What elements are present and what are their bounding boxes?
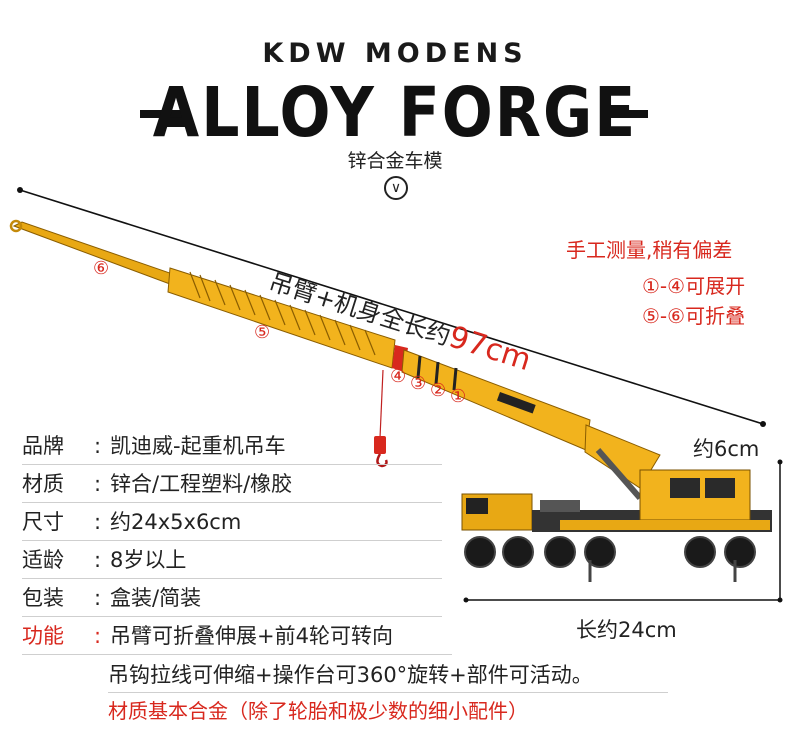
spec-row-size: 尺寸: 约24x5x6cm (22, 504, 442, 541)
spec-key: 品牌 (22, 434, 64, 458)
spec-key: 功能 (22, 624, 64, 648)
marker-1: ① (450, 386, 467, 407)
spec-value: 约24x5x6cm (110, 510, 242, 534)
length-label: 长约24cm (576, 618, 677, 642)
marker-3: ③ (410, 373, 427, 394)
marker-4: ④ (390, 366, 407, 387)
marker-5: ⑤ (254, 322, 271, 343)
height-label: 约6cm (693, 437, 760, 461)
spec-value: 吊臂可折叠伸展+前4轮可转向 (110, 624, 393, 648)
foldable-note-text: ⑤-⑥可折叠 (642, 304, 746, 328)
crane-hook (374, 369, 388, 468)
spec-row-age: 适龄:8岁以上 (22, 542, 442, 579)
spec-colon: : (94, 624, 102, 648)
marker-2: ② (430, 380, 447, 401)
spec-key: 包装 (22, 586, 64, 610)
spec-row-function: 功能: 吊臂可折叠伸展+前4轮可转向 (22, 618, 452, 655)
length-dimension-line (463, 597, 780, 603)
spec-key: 尺寸 (22, 510, 64, 534)
spec-colon: : (94, 548, 102, 572)
chevron-down-icon: ∨ (384, 176, 408, 200)
title-row: ALLOY FORGE (0, 73, 790, 153)
spec-colon: : (94, 472, 102, 496)
crane-truck (461, 469, 772, 582)
subtitle: 锌合金车模 (347, 150, 443, 172)
total-length-line (17, 187, 766, 427)
spec-row-material: 材质: 锌合/工程塑料/橡胶 (22, 466, 442, 503)
spec-row-brand: 品牌: 凯迪威-起重机吊车 (22, 428, 442, 465)
measurement-note: 手工测量,稍有偏差 (566, 238, 733, 262)
spec-key: 材质 (22, 472, 64, 496)
spec-value: 盒装/简装 (110, 586, 202, 610)
spec-value: 8岁以上 (110, 548, 187, 572)
spec-colon: : (94, 510, 102, 534)
page-title: ALLOY FORGE (152, 72, 638, 154)
spec-row-packaging: 包装: 盒装/简装 (22, 580, 442, 617)
height-dimension-line (777, 459, 783, 603)
function-line-2: 吊钩拉线可伸缩+操作台可360°旋转+部件可活动。 (108, 658, 668, 693)
expandable-note-text: ①-④可展开 (642, 274, 746, 298)
spec-colon: : (94, 434, 102, 458)
spec-value: 锌合/工程塑料/橡胶 (110, 472, 293, 496)
title-dash-left (140, 110, 186, 118)
footer-note: 材质基本合金（除了轮胎和极少数的细小配件） (108, 699, 528, 723)
brand-text: KDW MODENS (262, 38, 528, 69)
spec-key: 适龄 (22, 548, 64, 572)
spec-colon: : (94, 586, 102, 610)
expandable-note: ①-④可展开 (642, 270, 745, 299)
crane-boom (9, 219, 661, 500)
title-dash-right (602, 110, 648, 118)
marker-6: ⑥ (93, 258, 110, 279)
foldable-note: ⑤-⑥可折叠 (642, 300, 745, 329)
spec-value: 凯迪威-起重机吊车 (110, 434, 286, 458)
